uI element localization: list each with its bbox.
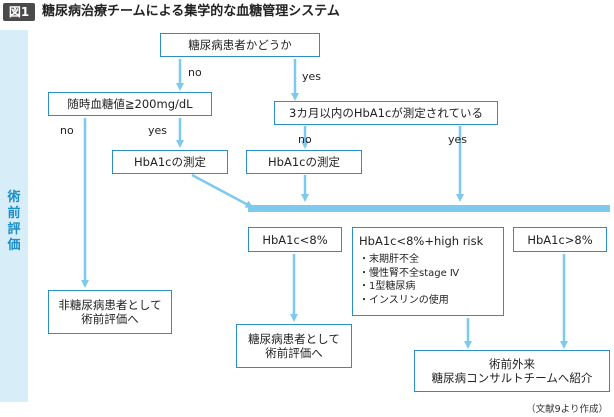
node-non-diabetic-evaluation: 非糖尿病患者として 術前評価へ [48,290,172,334]
edge-label-yes: yes [302,70,322,83]
side-label: 術 前 評 価 [0,190,28,254]
figure-header: 図1 糖尿病治療チームによる集学的な血糖管理システム [0,0,614,26]
node-outpatient-referral: 術前外来 糖尿病コンサルトチームへ紹介 [414,350,610,392]
edge-label-no: no [298,133,312,146]
edge-label-no: no [188,66,202,79]
arrow-measure-left [191,173,254,208]
node-hba1c-gt8: HbA1c>8% [513,227,607,252]
preoperative-evaluation-band: 術 前 評 価 [0,30,28,402]
node-line: 術前外来 [489,357,535,371]
source-footnote: （文献9より作成） [526,404,608,415]
side-label-char: 前 [7,206,21,221]
side-label-char: 術 [7,190,21,205]
high-risk-title: HbA1c<8%+high risk [359,234,484,248]
node-line: 非糖尿病患者として [58,298,162,312]
edge-label-no: no [60,124,74,137]
node-hba1c-measure-left: HbA1cの測定 [112,150,228,174]
edge-label-yes: yes [148,124,168,137]
node-line: 術前評価へ [265,346,323,360]
node-line: 糖尿病コンサルトチームへ紹介 [431,371,593,385]
node-random-glucose: 随時血糖値≧200mg/dL [48,92,212,116]
edge-label-yes: yes [448,133,468,146]
high-risk-item: ・慢性腎不全stage Ⅳ [359,267,460,279]
figure-title: 糖尿病治療チームによる集学的な血糖管理システム [42,4,340,19]
node-line: 糖尿病患者として [248,332,340,346]
node-line: 術前評価へ [81,312,139,326]
merge-bar [248,205,610,212]
side-label-char: 価 [7,238,21,253]
node-hba1c-within-3-months: 3カ月以内のHbA1cが測定されている [274,101,498,125]
high-risk-item: ・1型糖尿病 [359,281,416,292]
figure-number-badge: 図1 [3,3,35,21]
side-label-char: 評 [7,222,21,237]
node-hba1c-lt8: HbA1c<8% [248,227,342,252]
high-risk-item: ・末期肝不全 [359,254,419,265]
node-hba1c-lt8-high-risk: HbA1c<8%+high risk ・末期肝不全 ・慢性腎不全stage Ⅳ … [352,227,504,316]
node-hba1c-measure-right: HbA1cの測定 [246,150,362,174]
node-diabetic-question: 糖尿病患者かどうか [160,33,320,57]
node-diabetic-evaluation: 糖尿病患者として 術前評価へ [236,324,352,368]
high-risk-item: ・インスリンの使用 [359,294,449,306]
